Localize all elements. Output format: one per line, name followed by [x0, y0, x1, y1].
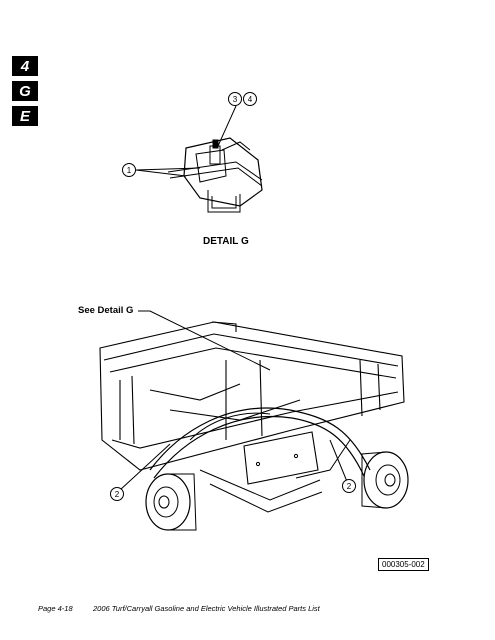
- callout-4: 4: [243, 92, 257, 106]
- detail-title: DETAIL G: [203, 236, 249, 247]
- detail-g-drawing: [167, 137, 263, 213]
- right-brake-drum: [361, 451, 409, 509]
- callout-1: 1: [122, 163, 136, 177]
- section-tab-e: E: [12, 106, 38, 126]
- callout-2-right: 2: [342, 479, 356, 493]
- figure-id: 000305-002: [378, 558, 429, 571]
- section-tab-g: G: [12, 81, 38, 101]
- footer-page-number: Page 4-18: [38, 604, 73, 613]
- see-detail-label: See Detail G: [78, 305, 134, 316]
- section-tab-4: 4: [12, 56, 38, 76]
- frame-drawing: [99, 321, 405, 471]
- callout-2-left: 2: [110, 487, 124, 501]
- left-brake-drum: [145, 473, 197, 531]
- footer-title: 2006 Turf/Carryall Gasoline and Electric…: [93, 604, 320, 613]
- callout-3: 3: [228, 92, 242, 106]
